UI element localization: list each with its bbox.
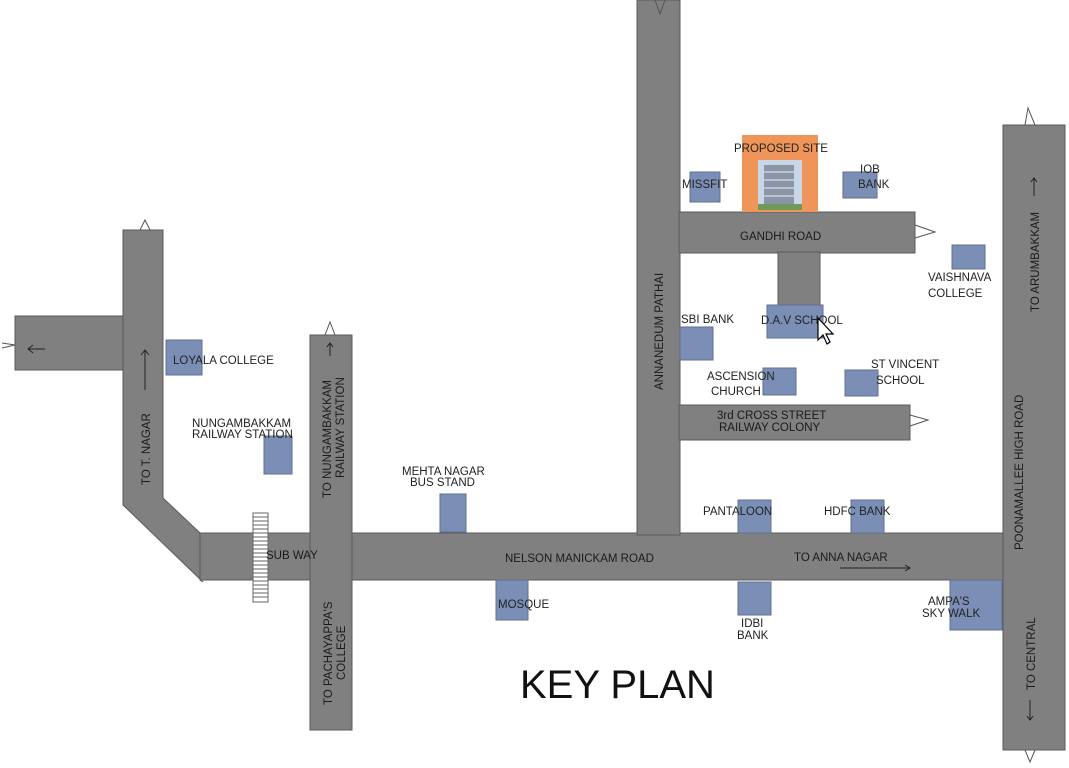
road-label-to-t-nagar: TO T. NAGAR — [141, 413, 153, 485]
hdfc-bank-marker[interactable] — [850, 499, 885, 534]
road-label-gandhi: GANDHI ROAD — [740, 231, 821, 243]
label-church: CHURCH — [711, 386, 761, 398]
road-dav-connector — [777, 251, 821, 313]
arrow-up-icon — [140, 349, 150, 390]
road-label-to-central: TO CENTRAL — [1026, 617, 1038, 690]
road-label-annanedum: ANNANEDUM PATHAI — [654, 273, 666, 390]
direction-arrows — [27, 177, 1038, 721]
road-label-railway-station: RAILWAY STATION — [335, 377, 347, 478]
label-loyala: LOYALA COLLEGE — [173, 355, 274, 367]
mouse-cursor-icon — [817, 316, 835, 345]
label-idbi: IDBI — [741, 618, 763, 630]
arrow-up-icon — [1030, 177, 1038, 196]
road-label-to-arumbakkam: TO ARUMBAKKAM — [1030, 212, 1042, 312]
building-image — [758, 160, 802, 210]
road-t-nagar — [122, 229, 204, 583]
label-ampas: AMPA'S — [928, 596, 970, 608]
road-poonamallee — [1002, 124, 1066, 751]
road-break-marks — [1, 0, 1036, 764]
label-st-vincent: ST VINCENT — [871, 359, 939, 371]
label-iob: IOB — [860, 164, 880, 176]
st-vincent-school-marker[interactable] — [844, 369, 879, 397]
label-dav: D.A.V SCHOOL — [761, 315, 843, 327]
label-mosque: MOSQUE — [498, 599, 549, 611]
road-label-nelson-manickam: NELSON MANICKAM ROAD — [505, 553, 654, 565]
label-sbi: SBI BANK — [681, 314, 734, 326]
dav-school-marker[interactable] — [766, 304, 824, 339]
label-sky-walk: SKY WALK — [922, 608, 980, 620]
pantaloon-marker[interactable] — [737, 499, 772, 534]
road-loyala-branch — [14, 315, 128, 371]
idbi-bank-marker[interactable] — [737, 581, 772, 616]
road-third-cross — [678, 404, 911, 441]
label-ascension: ASCENSION — [707, 371, 775, 383]
label-mehta-nagar: MEHTA NAGAR — [402, 466, 485, 478]
missfit-marker[interactable] — [689, 171, 721, 203]
label-iob-bank: BANK — [858, 179, 890, 191]
subway-crossing — [252, 512, 269, 603]
nungambakkam-station-marker[interactable] — [263, 435, 293, 475]
label-proposed-site: PROPOSED SITE — [734, 143, 828, 155]
arrow-right-icon — [840, 564, 911, 572]
label-vaishnava: VAISHNAVA — [928, 272, 992, 284]
ascension-church-marker[interactable] — [762, 367, 797, 396]
road-label-to-anna-nagar: TO ANNA NAGAR — [794, 552, 888, 564]
iob-bank-marker[interactable] — [842, 171, 878, 199]
road-label-subway: SUB WAY — [266, 550, 318, 562]
landmarks — [165, 135, 1003, 631]
sbi-bank-marker[interactable] — [679, 326, 714, 361]
road-annanedum-pathai — [636, 0, 681, 536]
label-missfit: MISSFIT — [682, 179, 727, 191]
road-label-college: COLLEGE — [336, 625, 348, 680]
road-label-poonamallee: POONAMALLEE HIGH ROAD — [1014, 395, 1026, 550]
loyala-college-marker[interactable] — [165, 339, 203, 376]
label-hdfc: HDFC BANK — [824, 506, 891, 518]
road-label-to-nungambakkam: TO NUNGAMBAKKAM — [322, 380, 334, 498]
road-label-third-cross: 3rd CROSS STREET — [717, 410, 826, 422]
arrow-up-icon — [326, 342, 334, 356]
map-title: KEY PLAN — [520, 663, 715, 707]
mosque-marker[interactable] — [495, 579, 529, 621]
label-railway-station: RAILWAY STATION — [192, 429, 293, 441]
label-bus-stand: BUS STAND — [410, 477, 475, 489]
mehta-nagar-bus-stand-marker[interactable] — [439, 493, 467, 533]
road-label-to-pachayappa: TO PACHAYAPPA'S — [323, 601, 335, 705]
arrow-down-icon — [1026, 700, 1034, 721]
label-vaishnava-college: COLLEGE — [928, 288, 983, 300]
road-label-railway-colony: RAILWAY COLONY — [719, 422, 821, 434]
label-school: SCHOOL — [876, 375, 925, 387]
vaishnava-college-marker[interactable] — [951, 244, 986, 270]
arrow-left-icon — [27, 344, 45, 354]
ampas-sky-walk-marker[interactable] — [949, 579, 1003, 631]
label-pantaloon: PANTALOON — [703, 506, 772, 518]
label-nungambakkam: NUNGAMBAKKAM — [192, 418, 291, 430]
road-nungambakkam-station — [309, 334, 353, 731]
label-idbi-bank: BANK — [737, 630, 769, 642]
